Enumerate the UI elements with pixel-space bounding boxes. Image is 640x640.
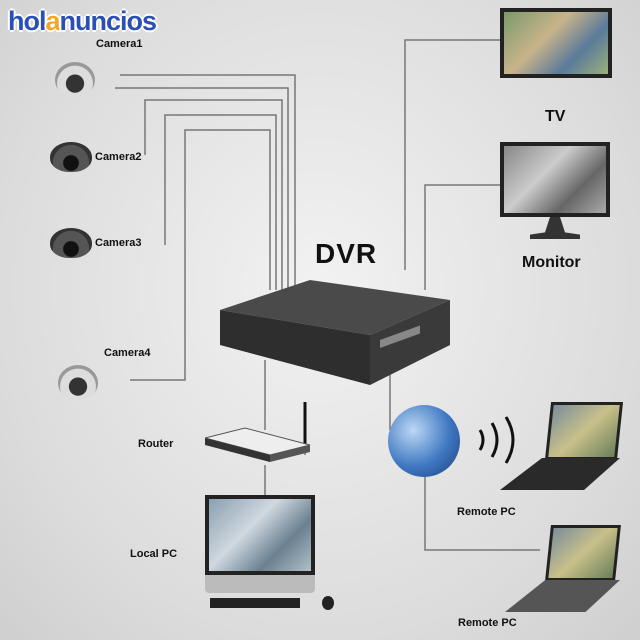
remote-pc-2-label: Remote PC (458, 617, 517, 629)
tv-label: TV (545, 108, 566, 125)
router-icon (205, 402, 311, 462)
local-pc-monitor-icon (205, 495, 315, 575)
camera3-label: Camera3 (95, 237, 142, 249)
local-pc-label: Local PC (130, 548, 178, 560)
camera1-icon (55, 62, 95, 98)
local-pc-keyboard (210, 598, 300, 608)
camera1-label: Camera1 (96, 38, 143, 50)
local-pc-mouse-icon (322, 596, 334, 610)
remote-pc-2-icon (545, 525, 621, 581)
local-pc-bezel (205, 575, 315, 593)
wireless-signal-icon (478, 416, 515, 464)
tv-icon (500, 8, 612, 78)
remote-pc-1-label: Remote PC (457, 506, 516, 518)
camera4-icon (58, 365, 98, 401)
camera4-label: Camera4 (104, 347, 151, 359)
camera3-icon (50, 228, 92, 258)
remote-pc-1-icon (544, 402, 624, 460)
monitor-label: Monitor (522, 254, 581, 271)
dvr-label: DVR (315, 238, 378, 269)
camera2-icon (50, 142, 92, 172)
monitor-icon (500, 142, 610, 217)
dvr-device-icon (220, 280, 450, 385)
holanuncios-logo: holanuncios (8, 6, 157, 36)
router-label: Router (138, 438, 174, 450)
internet-globe-icon (388, 405, 460, 477)
camera2-label: Camera2 (95, 151, 142, 163)
